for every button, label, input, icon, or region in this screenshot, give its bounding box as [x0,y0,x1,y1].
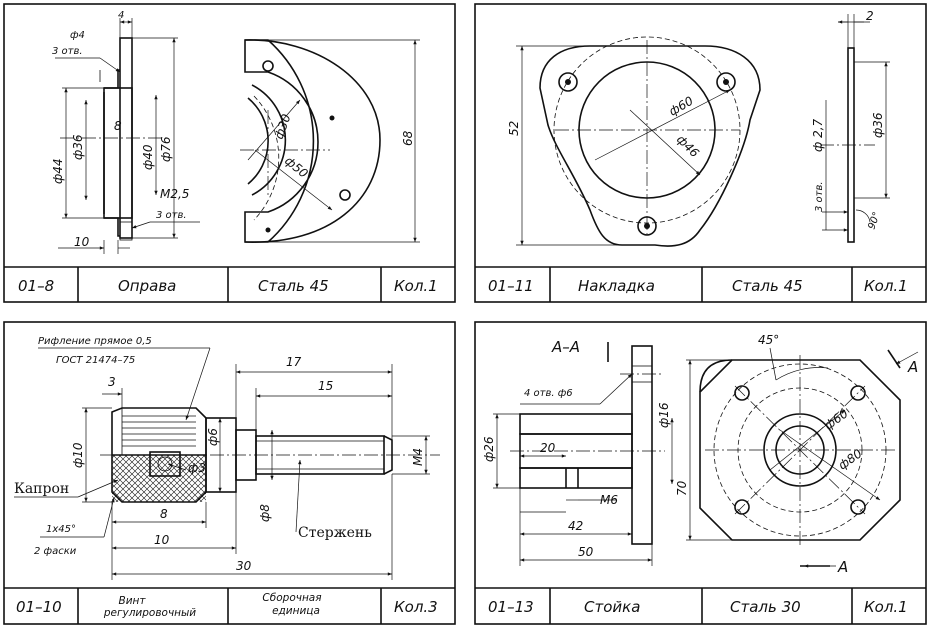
dim-10: 10 [74,235,90,249]
panel-frame [474,3,927,303]
dim-20: 20 [540,441,556,455]
dim-holes4: 4 отв. ф6 [524,388,573,399]
dim-d16: ф16 [657,402,671,428]
title-name: Стойка [584,598,640,616]
dim-m6: М6 [600,493,618,507]
dim-68: 68 [401,130,415,146]
title-name: Накладка [578,277,655,295]
label-rod: Стержень [298,525,372,541]
title-name-line2: регулировочный [103,607,196,619]
dim-52: 52 [507,121,521,136]
title-material-line2: единица [272,605,320,617]
title-material: Сталь 45 [732,277,803,295]
title-qty: Кол.1 [864,598,908,616]
dim-holes-b: 3 отв. [156,210,187,221]
note-gost: ГОСТ 21474–75 [56,355,135,366]
panel-01-13: А–А 4 отв. ф6 ф26 ф16 20 М6 42 50 [474,321,927,625]
panel-frame [474,321,927,625]
dim-r30: ф30 [272,112,294,141]
panel-01-10: Рифление прямое 0,5 ГОСТ 21474–75 3 17 1… [3,321,456,625]
dim-45deg: 45° [758,333,779,347]
dim-3: 3 [108,375,116,389]
dim-d26: ф26 [482,436,496,462]
dim-d6: ф6 [206,428,220,446]
view-arrow-a-bottom: А [837,558,848,576]
dim-d46: ф46 [674,132,702,160]
section-view: А–А 4 отв. ф6 ф26 ф16 20 М6 42 50 [482,338,674,566]
side-view: 4 ф4 3 отв. ф44 ф36 8 ф40 ф76 М2,5 3 отв… [51,10,200,254]
dim-d44: ф44 [51,158,65,184]
title-material-line1: Сборочная [262,592,321,604]
title-code: 01–10 [16,598,62,616]
title-code: 01–11 [488,277,534,295]
dim-chamfer-count: 2 фаски [34,546,77,557]
title-qty: Кол.1 [864,277,908,295]
dim-d76: ф76 [159,136,173,162]
dim-holes3: 3 отв. [814,181,825,212]
dim-d36: ф36 [71,134,85,160]
dim-42: 42 [568,519,583,533]
title-qty: Кол.1 [394,277,438,295]
dim-d36: ф36 [871,112,885,138]
front-view: ф30 ф50 68 [240,39,420,243]
dim-90deg: 90° [866,211,882,231]
dim-8: 8 [160,507,168,521]
label-kapron: Капрон [14,481,69,497]
dim-r50: ф50 [282,154,311,181]
panel-frame [3,321,456,625]
dim-chamfer: 1х45° [46,524,76,535]
title-qty: Кол.3 [394,598,438,616]
dim-d8: ф8 [258,504,272,522]
triangle-plate-view: 52 ф60 ф46 [507,36,761,247]
panel-01-8: 4 ф4 3 отв. ф44 ф36 8 ф40 ф76 М2,5 3 отв… [3,3,456,303]
dim-50: 50 [578,545,594,559]
title-material: Сталь 30 [730,598,801,616]
dim-4: 4 [118,10,124,21]
dim-10: 10 [154,533,170,547]
flange-top-view: 45° ф60 ф80 70 А А [675,333,918,576]
dim-d27: ф 2,7 [811,118,825,152]
dim-15: 15 [318,379,333,393]
dim-30: 30 [236,559,252,573]
dim-d10: ф10 [71,442,85,468]
dim-d4: ф4 [70,30,85,41]
dim-d3: ф3 [188,461,206,475]
screw-assembly-view: Рифление прямое 0,5 ГОСТ 21474–75 3 17 1… [14,336,440,580]
panel-01-11: 52 ф60 ф46 2 ф36 ф 2,7 3 отв. 90° 01–11 [474,3,927,303]
dim-m25: М2,5 [160,187,189,201]
title-code: 01–8 [18,277,54,295]
dim-d60: ф60 [822,406,851,432]
dim-17: 17 [286,355,302,369]
title-name: Оправа [118,277,176,295]
note-knurl: Рифление прямое 0,5 [38,336,152,347]
dim-d40: ф40 [141,144,155,170]
view-arrow-a-top: А [907,358,918,376]
plate-side-view: 2 ф36 ф 2,7 3 отв. 90° [811,9,890,243]
title-code: 01–13 [488,598,534,616]
dim-d60: ф60 [667,94,696,119]
panel-frame [3,3,456,303]
section-label: А–А [551,338,580,356]
title-name-line1: Винт [118,595,146,607]
dim-70: 70 [675,480,689,496]
dim-holes: 3 отв. [52,46,83,57]
dim-m4: М4 [411,448,425,466]
dim-2: 2 [866,9,874,23]
title-material: Сталь 45 [258,277,329,295]
dim-8: 8 [114,119,122,133]
